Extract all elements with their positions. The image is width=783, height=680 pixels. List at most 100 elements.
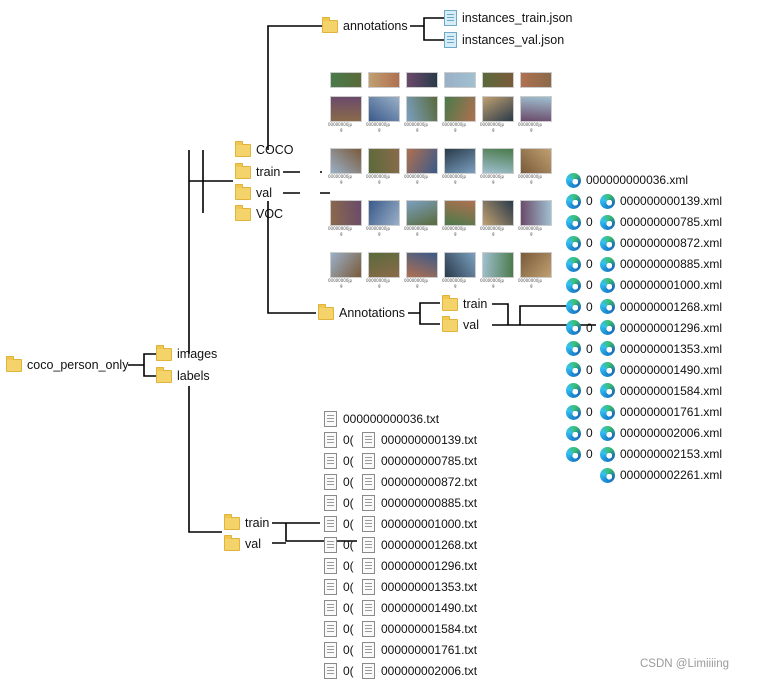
root-folder[interactable]: coco_person_only <box>6 355 128 373</box>
file-item[interactable]: 0( <box>324 474 354 490</box>
file-item[interactable]: 000000001268.xml <box>600 299 722 315</box>
image-thumbnail[interactable] <box>406 72 438 88</box>
coco-annotations-folder[interactable]: annotations <box>322 16 408 34</box>
labels-train-folder[interactable]: train <box>224 513 269 531</box>
image-thumbnail[interactable] <box>368 252 400 278</box>
image-thumbnail[interactable] <box>444 96 476 122</box>
file-item[interactable]: 0 <box>566 362 593 378</box>
voc-folder[interactable]: VOC <box>235 204 283 222</box>
image-thumbnail[interactable] <box>368 200 400 226</box>
file-item[interactable]: 0 <box>566 256 593 272</box>
image-thumbnail[interactable] <box>482 96 514 122</box>
file-item[interactable]: 000000001000.txt <box>362 516 477 532</box>
image-thumbnail[interactable] <box>368 148 400 174</box>
file-item[interactable]: 000000000139.xml <box>600 193 722 209</box>
file-item[interactable]: 000000000885.txt <box>362 495 477 511</box>
file-item[interactable]: 000000001761.txt <box>362 642 477 658</box>
file-item[interactable]: 0 <box>566 446 593 462</box>
file-item[interactable]: 000000001353.xml <box>600 341 722 357</box>
image-thumbnail[interactable] <box>444 200 476 226</box>
image-thumbnail[interactable] <box>482 252 514 278</box>
images-folder[interactable]: images <box>156 344 217 362</box>
file-item[interactable]: 0( <box>324 537 354 553</box>
file-item[interactable]: 000000000785.xml <box>600 214 722 230</box>
image-thumbnail[interactable] <box>406 200 438 226</box>
file-item[interactable]: 0 <box>566 277 593 293</box>
file-item[interactable]: 000000001761.xml <box>600 404 722 420</box>
file-item[interactable]: 0( <box>324 516 354 532</box>
file-item[interactable]: 000000001296.txt <box>362 558 477 574</box>
image-thumbnail[interactable] <box>520 252 552 278</box>
file-item[interactable]: 0( <box>324 642 354 658</box>
file-item[interactable]: 000000002006.txt <box>362 663 477 679</box>
file-item[interactable]: 0( <box>324 432 354 448</box>
file-item[interactable]: 000000001353.txt <box>362 579 477 595</box>
image-thumbnail[interactable] <box>330 200 362 226</box>
voc-train-folder[interactable]: train <box>442 294 487 312</box>
val-folder[interactable]: val <box>235 183 272 201</box>
file-item[interactable]: 000000001490.txt <box>362 600 477 616</box>
file-item[interactable]: 000000001000.xml <box>600 277 722 293</box>
image-thumbnail[interactable] <box>520 72 552 88</box>
file-item[interactable]: 0( <box>324 579 354 595</box>
file-item[interactable]: 000000000885.xml <box>600 256 722 272</box>
image-thumbnail[interactable] <box>444 72 476 88</box>
image-thumbnail[interactable] <box>406 148 438 174</box>
image-thumbnail[interactable] <box>368 72 400 88</box>
file-item[interactable]: 000000002261.xml <box>600 467 722 483</box>
voc-val-folder[interactable]: val <box>442 315 479 333</box>
file-item[interactable]: 000000001584.xml <box>600 383 722 399</box>
labels-val-folder[interactable]: val <box>224 534 261 552</box>
file-item[interactable]: 000000001296.xml <box>600 320 722 336</box>
file-item[interactable]: 000000001490.xml <box>600 362 722 378</box>
file-item[interactable]: 000000000139.txt <box>362 432 477 448</box>
file-item[interactable]: 000000001268.txt <box>362 537 477 553</box>
voc-annotations-folder[interactable]: Annotations <box>318 303 405 321</box>
file-item[interactable]: 0 <box>566 193 593 209</box>
file-item[interactable]: 0 <box>566 299 593 315</box>
file-item[interactable]: 000000000036.xml <box>566 172 688 188</box>
file-item[interactable]: 000000002006.xml <box>600 425 722 441</box>
file-item[interactable]: 0 <box>566 404 593 420</box>
file-item[interactable]: 000000000872.xml <box>600 235 722 251</box>
image-thumbnail[interactable] <box>406 96 438 122</box>
image-thumbnail[interactable] <box>520 200 552 226</box>
image-thumbnail[interactable] <box>368 96 400 122</box>
file-item[interactable]: 0 <box>566 341 593 357</box>
image-thumbnail[interactable] <box>330 96 362 122</box>
file-item[interactable]: 000000001584.txt <box>362 621 477 637</box>
file-item[interactable]: 0( <box>324 453 354 469</box>
coco-folder[interactable]: COCO <box>235 140 294 158</box>
image-thumbnail[interactable] <box>482 200 514 226</box>
file-item[interactable]: 0( <box>324 558 354 574</box>
image-thumbnail[interactable] <box>520 96 552 122</box>
image-thumbnail[interactable] <box>330 72 362 88</box>
image-thumbnail[interactable] <box>444 148 476 174</box>
file-item[interactable]: 0( <box>324 621 354 637</box>
image-thumbnail[interactable] <box>330 252 362 278</box>
file-item[interactable]: 000000000785.txt <box>362 453 477 469</box>
image-thumbnail[interactable] <box>482 148 514 174</box>
file-item[interactable]: 0 <box>566 214 593 230</box>
image-thumbnail[interactable] <box>520 148 552 174</box>
file-item[interactable]: 000000000036.txt <box>324 411 439 427</box>
file-name: 000000000885.txt <box>381 496 478 510</box>
file-item[interactable]: 0( <box>324 600 354 616</box>
file-item[interactable]: 0( <box>324 663 354 679</box>
file-item[interactable]: 000000002153.xml <box>600 446 722 462</box>
json-file[interactable]: instances_val.json <box>444 32 564 48</box>
file-item[interactable]: 0 <box>566 235 593 251</box>
file-item[interactable]: 0 <box>566 425 593 441</box>
file-item[interactable]: 0 <box>566 383 593 399</box>
image-thumbnail[interactable] <box>406 252 438 278</box>
image-thumbnail[interactable] <box>482 72 514 88</box>
file-item[interactable]: 000000000872.txt <box>362 474 477 490</box>
json-file[interactable]: instances_train.json <box>444 10 572 26</box>
file-item[interactable]: 0( <box>324 495 354 511</box>
image-thumbnail[interactable] <box>444 252 476 278</box>
edge-xml-icon <box>566 193 581 209</box>
file-item[interactable]: 0 <box>566 320 593 336</box>
labels-folder[interactable]: labels <box>156 366 210 384</box>
image-thumbnail[interactable] <box>330 148 362 174</box>
train-folder[interactable]: train <box>235 162 280 180</box>
